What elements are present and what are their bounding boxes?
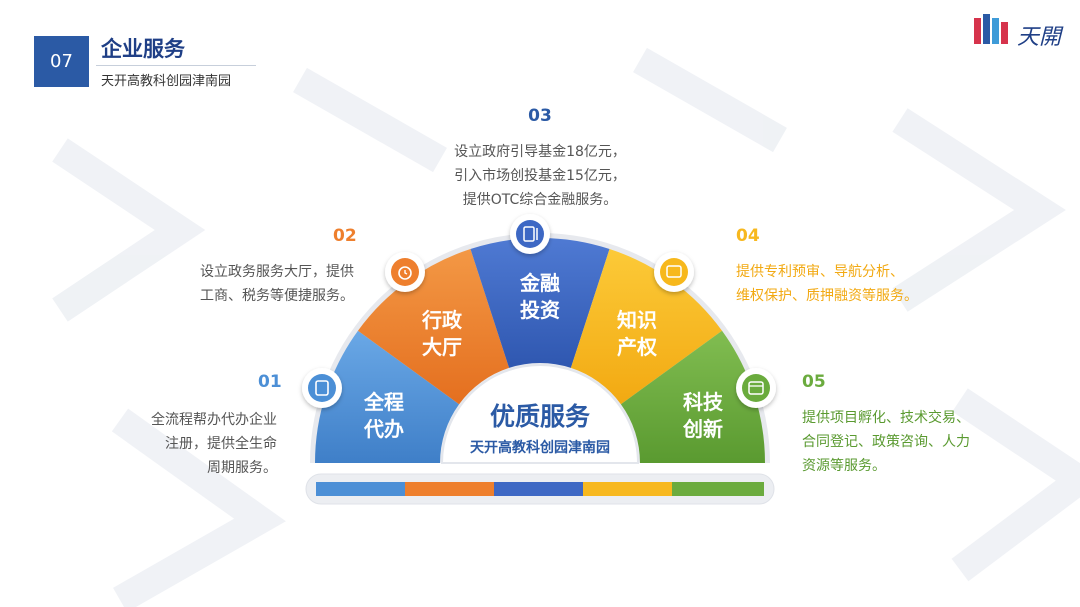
background-pattern [52,47,1080,607]
item-desc-01-line1: 全流程帮办代办企业 [151,412,277,428]
item-desc-02: 设立政务服务大厅，提供 工商、税务等便捷服务。 [200,260,354,308]
sector-label-04: 知识 产权 [597,307,677,361]
sector-04 [570,249,723,405]
sector-label-03-line1: 金融 [520,271,560,295]
sector-label-01-line2: 代办 [364,417,404,441]
item-desc-01: 全流程帮办代办企业 注册，提供全生命 周期服务。 [151,408,277,480]
logo-mark-icon [974,14,1008,44]
sector-label-03: 金融 投资 [500,270,580,324]
screen-icon [654,252,694,292]
page-title: 企业服务 [101,37,185,61]
item-desc-04-line2: 维权保护、质押融资等服务。 [736,288,918,304]
notebook-pen-icon [510,214,550,254]
sector-label-02: 行政 大厅 [402,307,482,361]
sector-label-03-line2: 投资 [520,298,560,322]
page-subtitle: 天开高教科创园津南园 [101,74,232,89]
sector-label-02-line1: 行政 [422,308,462,332]
document-icon [302,368,342,408]
item-number-04: 04 [736,226,760,246]
sector-05 [620,330,765,463]
sector-02 [357,249,510,405]
item-number-01: 01 [258,372,282,392]
item-desc-04: 提供专利预审、导航分析、 维权保护、质押融资等服务。 [736,260,918,308]
item-desc-05-line3: 资源等服务。 [802,458,886,474]
alarm-clock-icon [385,252,425,292]
sector-03 [470,237,610,368]
item-desc-03-line2: 引入市场创投基金15亿元， [454,168,626,184]
sector-label-04-line2: 产权 [617,335,657,359]
item-desc-05-line2: 合同登记、政策咨询、人力 [802,434,970,450]
item-number-02: 02 [333,226,357,246]
sector-label-05-line2: 创新 [683,417,723,441]
service-semicircle-diagram [302,214,776,464]
item-desc-04-line1: 提供专利预审、导航分析、 [736,264,904,280]
section-number-badge: 07 [34,36,89,87]
logo-text: 天開 [1017,25,1062,50]
item-number-03: 03 [528,106,552,126]
center-title: 优质服务 [489,402,590,431]
item-desc-01-line3: 周期服务。 [207,460,277,476]
item-desc-03: 设立政府引导基金18亿元， 引入市场创投基金15亿元， 提供OTC综合金融服务。 [400,140,680,212]
calendar-icon [736,368,776,408]
sector-label-01: 全程 代办 [344,389,424,443]
item-desc-01-line2: 注册，提供全生命 [165,436,277,452]
color-progress-bar [305,473,775,505]
center-subtitle: 天开高教科创园津南园 [470,440,610,456]
sector-label-05: 科技 创新 [663,389,743,443]
item-desc-05: 提供项目孵化、技术交易、 合同登记、政策咨询、人力 资源等服务。 [802,406,970,478]
sector-label-05-line1: 科技 [683,390,723,414]
item-desc-05-line1: 提供项目孵化、技术交易、 [802,410,970,426]
item-desc-03-line3: 提供OTC综合金融服务。 [462,192,618,208]
item-desc-02-line1: 设立政务服务大厅，提供 [200,264,354,280]
sector-label-04-line1: 知识 [617,308,657,332]
inner-circle [440,364,640,464]
item-number-05: 05 [802,372,826,392]
item-desc-03-line1: 设立政府引导基金18亿元， [454,144,626,160]
item-desc-02-line2: 工商、税务等便捷服务。 [200,288,354,304]
sector-label-02-line2: 大厅 [422,335,462,359]
sector-01 [315,330,460,463]
title-divider [96,65,256,66]
sector-label-01-line1: 全程 [364,390,404,414]
